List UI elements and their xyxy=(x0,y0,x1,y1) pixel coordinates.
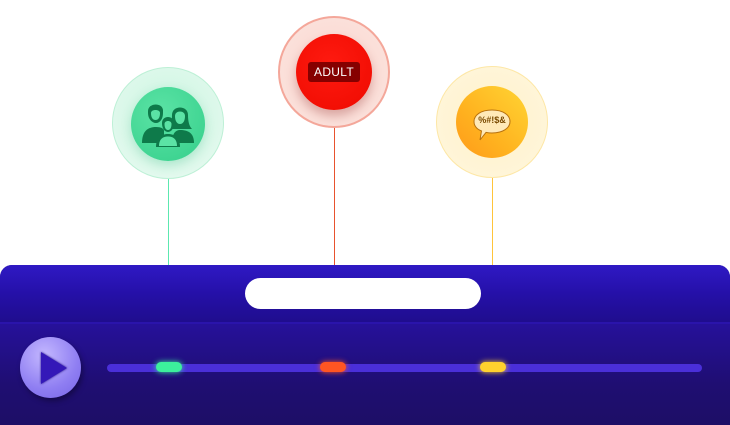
family-marker-bubble[interactable] xyxy=(131,87,205,161)
timeline-marker-adult[interactable] xyxy=(320,362,346,372)
video-player xyxy=(0,265,730,425)
adult-marker-bubble[interactable]: ADULT xyxy=(296,34,372,110)
adult-marker-line xyxy=(334,108,335,365)
player-header xyxy=(0,265,730,324)
timeline-track[interactable] xyxy=(107,364,702,372)
profanity-symbols: %#!$& xyxy=(478,115,506,125)
profanity-marker-line xyxy=(492,150,493,365)
video-title-field xyxy=(245,278,481,309)
profanity-marker-bubble[interactable]: %#!$& xyxy=(456,86,528,158)
family-icon xyxy=(142,104,194,147)
play-icon xyxy=(40,351,67,384)
speech-bubble-icon: %#!$& xyxy=(473,109,511,141)
timeline-marker-family[interactable] xyxy=(156,362,182,372)
player-controls xyxy=(0,324,730,425)
family-marker-line xyxy=(168,150,169,365)
play-button[interactable] xyxy=(20,337,81,398)
adult-badge: ADULT xyxy=(308,62,360,82)
timeline-marker-profanity[interactable] xyxy=(480,362,506,372)
